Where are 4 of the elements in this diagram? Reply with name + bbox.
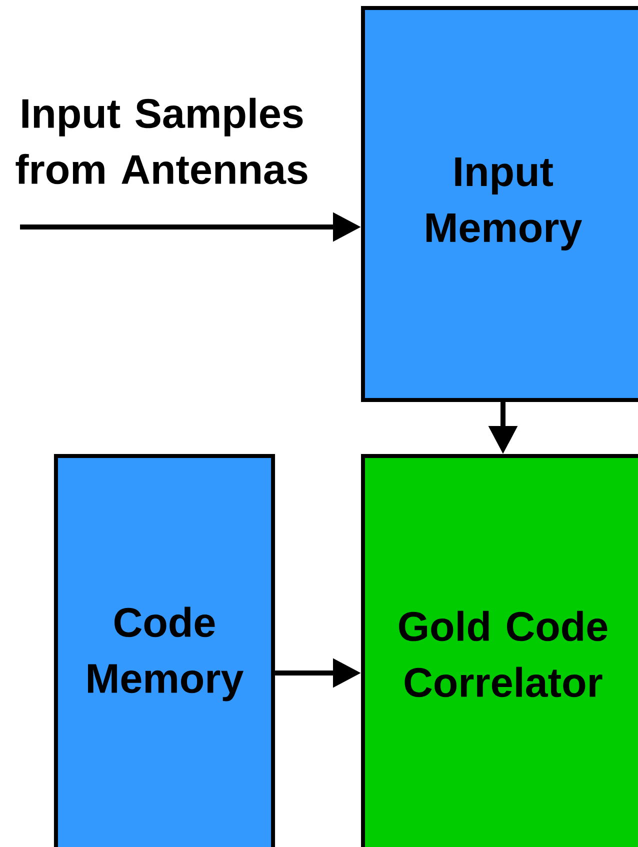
memory-block: Gold Code Correlator (361, 454, 638, 847)
memory-block: Input Memory (361, 6, 638, 402)
input-label: Input Samples from Antennas (16, 98, 308, 184)
memory-block: Code Memory (54, 454, 276, 847)
